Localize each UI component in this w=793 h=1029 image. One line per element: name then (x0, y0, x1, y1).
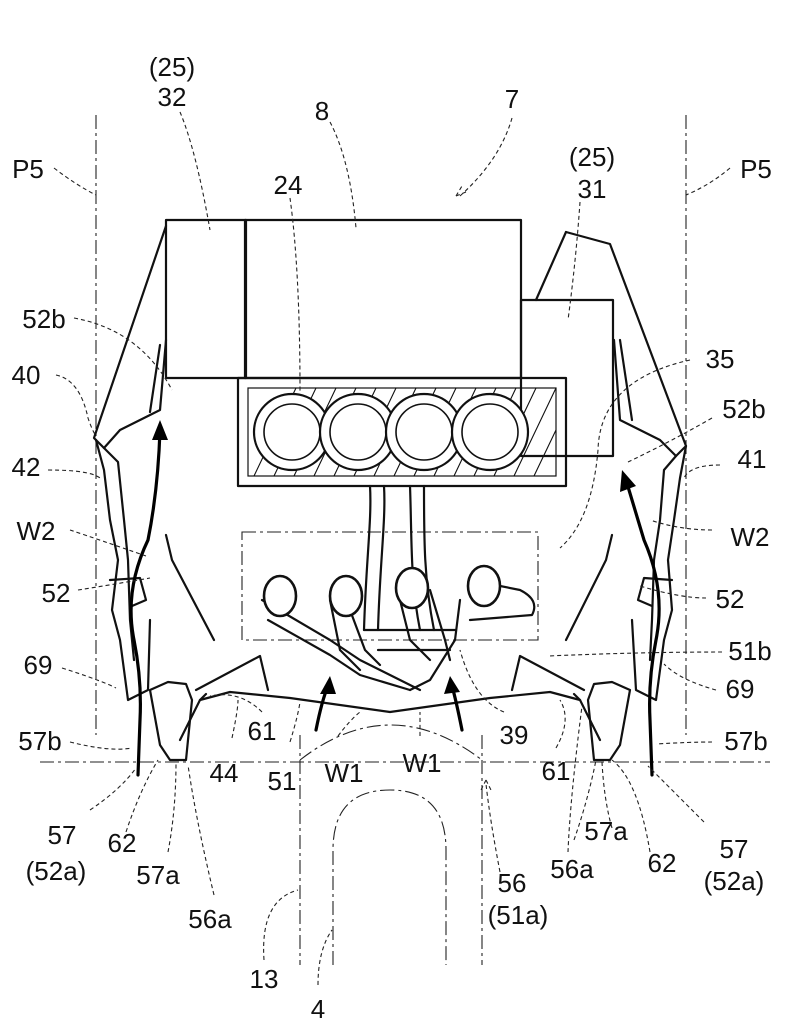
label-25-right: (25) (569, 142, 615, 172)
label-w1-left: W1 (325, 758, 364, 788)
label-7: 7 (505, 84, 519, 114)
label-61-right: 61 (542, 756, 571, 786)
label-56a-left: 56a (188, 904, 232, 934)
exhaust-pipes-39 (260, 484, 536, 692)
head-inner (247, 387, 557, 477)
label-57b-left: 57b (18, 726, 61, 756)
fairing-40-left (94, 438, 152, 702)
under-cover-flanges-61 (194, 654, 586, 692)
label-52a-left: (52a) (26, 856, 87, 886)
label-52b-left: 52b (22, 304, 65, 334)
label-62-left: 62 (108, 828, 137, 858)
guide-plate-right (564, 533, 614, 642)
label-69-right: 69 (726, 674, 755, 704)
label-44: 44 (210, 758, 239, 788)
label-25-left: (25) (149, 52, 195, 82)
label-w2-left: W2 (17, 516, 56, 546)
label-57-left: 57 (48, 820, 77, 850)
label-62-right: 62 (648, 848, 677, 878)
side-cowl-left-inner (148, 343, 162, 414)
label-39: 39 (500, 720, 529, 750)
leader-lines (47, 111, 731, 986)
fairing-bracket-right (636, 576, 674, 608)
label-32: 32 (158, 82, 187, 112)
label-51a: (51a) (488, 900, 549, 930)
label-w1-right: W1 (403, 748, 442, 778)
label-8: 8 (315, 96, 329, 126)
side-cowl-left (92, 224, 168, 450)
label-52b-right: 52b (722, 394, 765, 424)
label-57b-right: 57b (724, 726, 767, 756)
reference-labels: 7 8 24 (25) 32 (25) 31 P5 P5 52b 52b 40 … (12, 52, 772, 1024)
cylinder-head-24 (236, 376, 568, 488)
label-61-left: 61 (248, 716, 277, 746)
label-69-left: 69 (24, 650, 53, 680)
label-35: 35 (706, 344, 735, 374)
guide-plate-left (164, 533, 216, 642)
label-51: 51 (268, 766, 297, 796)
label-24: 24 (274, 170, 303, 200)
label-52-right: 52 (716, 584, 745, 614)
label-51b: 51b (728, 636, 771, 666)
fairing-40-left-inner (102, 446, 136, 662)
label-52-left: 52 (42, 578, 71, 608)
side-cowl-right-inner (618, 338, 634, 422)
label-56a-right: 56a (550, 854, 594, 884)
under-cover-ends (198, 692, 582, 702)
side-cowl-right (564, 230, 688, 458)
side-cowl-right-top (534, 230, 568, 302)
label-57a-right: 57a (584, 816, 628, 846)
label-42: 42 (12, 452, 41, 482)
label-4: 4 (311, 994, 325, 1024)
label-57-right: 57 (720, 834, 749, 864)
label-13: 13 (250, 964, 279, 994)
fairing-41-right (630, 444, 688, 702)
cylinder-bores (252, 392, 530, 472)
exhaust-region-35 (241, 531, 539, 641)
wheel-arch-line (299, 724, 483, 761)
fairing-41-right-inner (648, 454, 678, 662)
front-wheel-outline (332, 789, 447, 965)
label-57a-left: 57a (136, 860, 180, 890)
label-w2-right: W2 (731, 522, 770, 552)
cylinder-block-8 (243, 218, 523, 380)
label-40: 40 (12, 360, 41, 390)
duct-57-right (586, 680, 632, 762)
fairing-bracket-left (108, 576, 148, 608)
label-56: 56 (498, 868, 527, 898)
duct-57-left (148, 680, 194, 762)
label-41: 41 (738, 444, 767, 474)
label-31: 31 (578, 174, 607, 204)
part-32 (164, 218, 248, 380)
label-p5-right: P5 (740, 154, 772, 184)
label-52a-right: (52a) (704, 866, 765, 896)
label-p5-left: P5 (12, 154, 44, 184)
under-cover-51 (178, 690, 602, 742)
airflow-arrows (129, 420, 661, 777)
